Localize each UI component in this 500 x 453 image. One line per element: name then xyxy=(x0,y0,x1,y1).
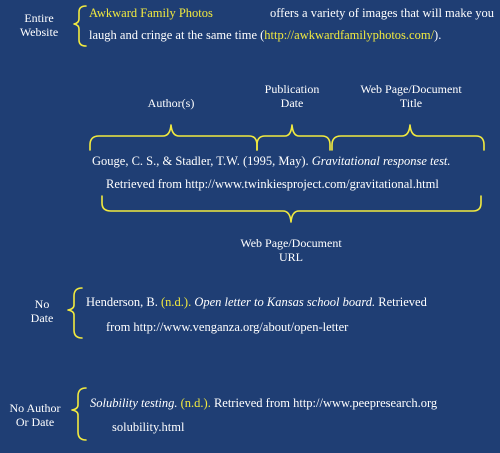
webpage-citation-line2: Retrieved from http://www.twinkiesprojec… xyxy=(106,177,439,191)
no-date-brace xyxy=(67,287,83,339)
no-date-title: Open letter to Kansas school board. xyxy=(191,295,376,309)
no-author-date-line1-rest: Retrieved from http://www.peepresearch.o… xyxy=(210,396,438,410)
webpage-title: Gravitational response test. xyxy=(311,154,451,168)
author-brace xyxy=(89,124,258,151)
no-date-line1: Henderson, B. (n.d.). Open letter to Kan… xyxy=(86,295,427,310)
no-author-date-label: No Author Or Date xyxy=(9,401,61,429)
webpage-date: (1995, May). xyxy=(239,154,312,168)
no-date-author: Henderson, B. xyxy=(86,295,161,309)
webpage-author: Gouge, C. S., & Stadler, T.W. xyxy=(92,154,240,168)
entire-website-line2: laugh and cringe at the same time (http:… xyxy=(89,28,441,43)
pubdate-brace xyxy=(256,124,331,151)
webpage-url-label: Web Page/Document URL xyxy=(240,236,342,264)
no-date-line2: from http://www.venganza.org/about/open-… xyxy=(106,320,349,334)
entire-website-url[interactable]: http://awkwardfamilyphotos.com/ xyxy=(264,28,435,42)
entire-website-line2-text: laugh and cringe at the same time ( xyxy=(89,28,265,42)
webpage-citation-line1: Gouge, C. S., & Stadler, T.W. (1995, May… xyxy=(92,154,451,169)
site-name: Awkward Family Photos xyxy=(89,6,213,20)
entire-website-brace xyxy=(73,5,87,47)
no-date-line1-rest: Retrieved xyxy=(375,295,427,309)
entire-website-line1-rest: offers a variety of images that will mak… xyxy=(266,6,494,20)
entire-website-line1: Awkward Family Photos offers a variety o… xyxy=(89,6,494,21)
title-brace xyxy=(331,124,485,151)
no-date-label: No Date xyxy=(30,297,54,325)
no-author-date-brace xyxy=(71,387,87,441)
no-author-date-line1: Solubility testing. (n.d.). Retrieved fr… xyxy=(90,396,437,411)
entire-website-label: Entire Website xyxy=(19,11,59,39)
publication-date-label: Publication Date xyxy=(264,82,320,110)
url-brace xyxy=(101,195,482,223)
webpage-title-label: Web Page/Document Title xyxy=(360,82,462,110)
no-author-date-line2: solubility.html xyxy=(112,420,185,434)
no-author-date-nd: (n.d.). xyxy=(177,396,211,410)
author-label: Author(s) xyxy=(147,96,195,110)
no-author-date-title: Solubility testing. xyxy=(90,396,178,410)
entire-website-line2-end: ). xyxy=(434,28,442,42)
no-date-nd: (n.d.). xyxy=(161,295,192,309)
